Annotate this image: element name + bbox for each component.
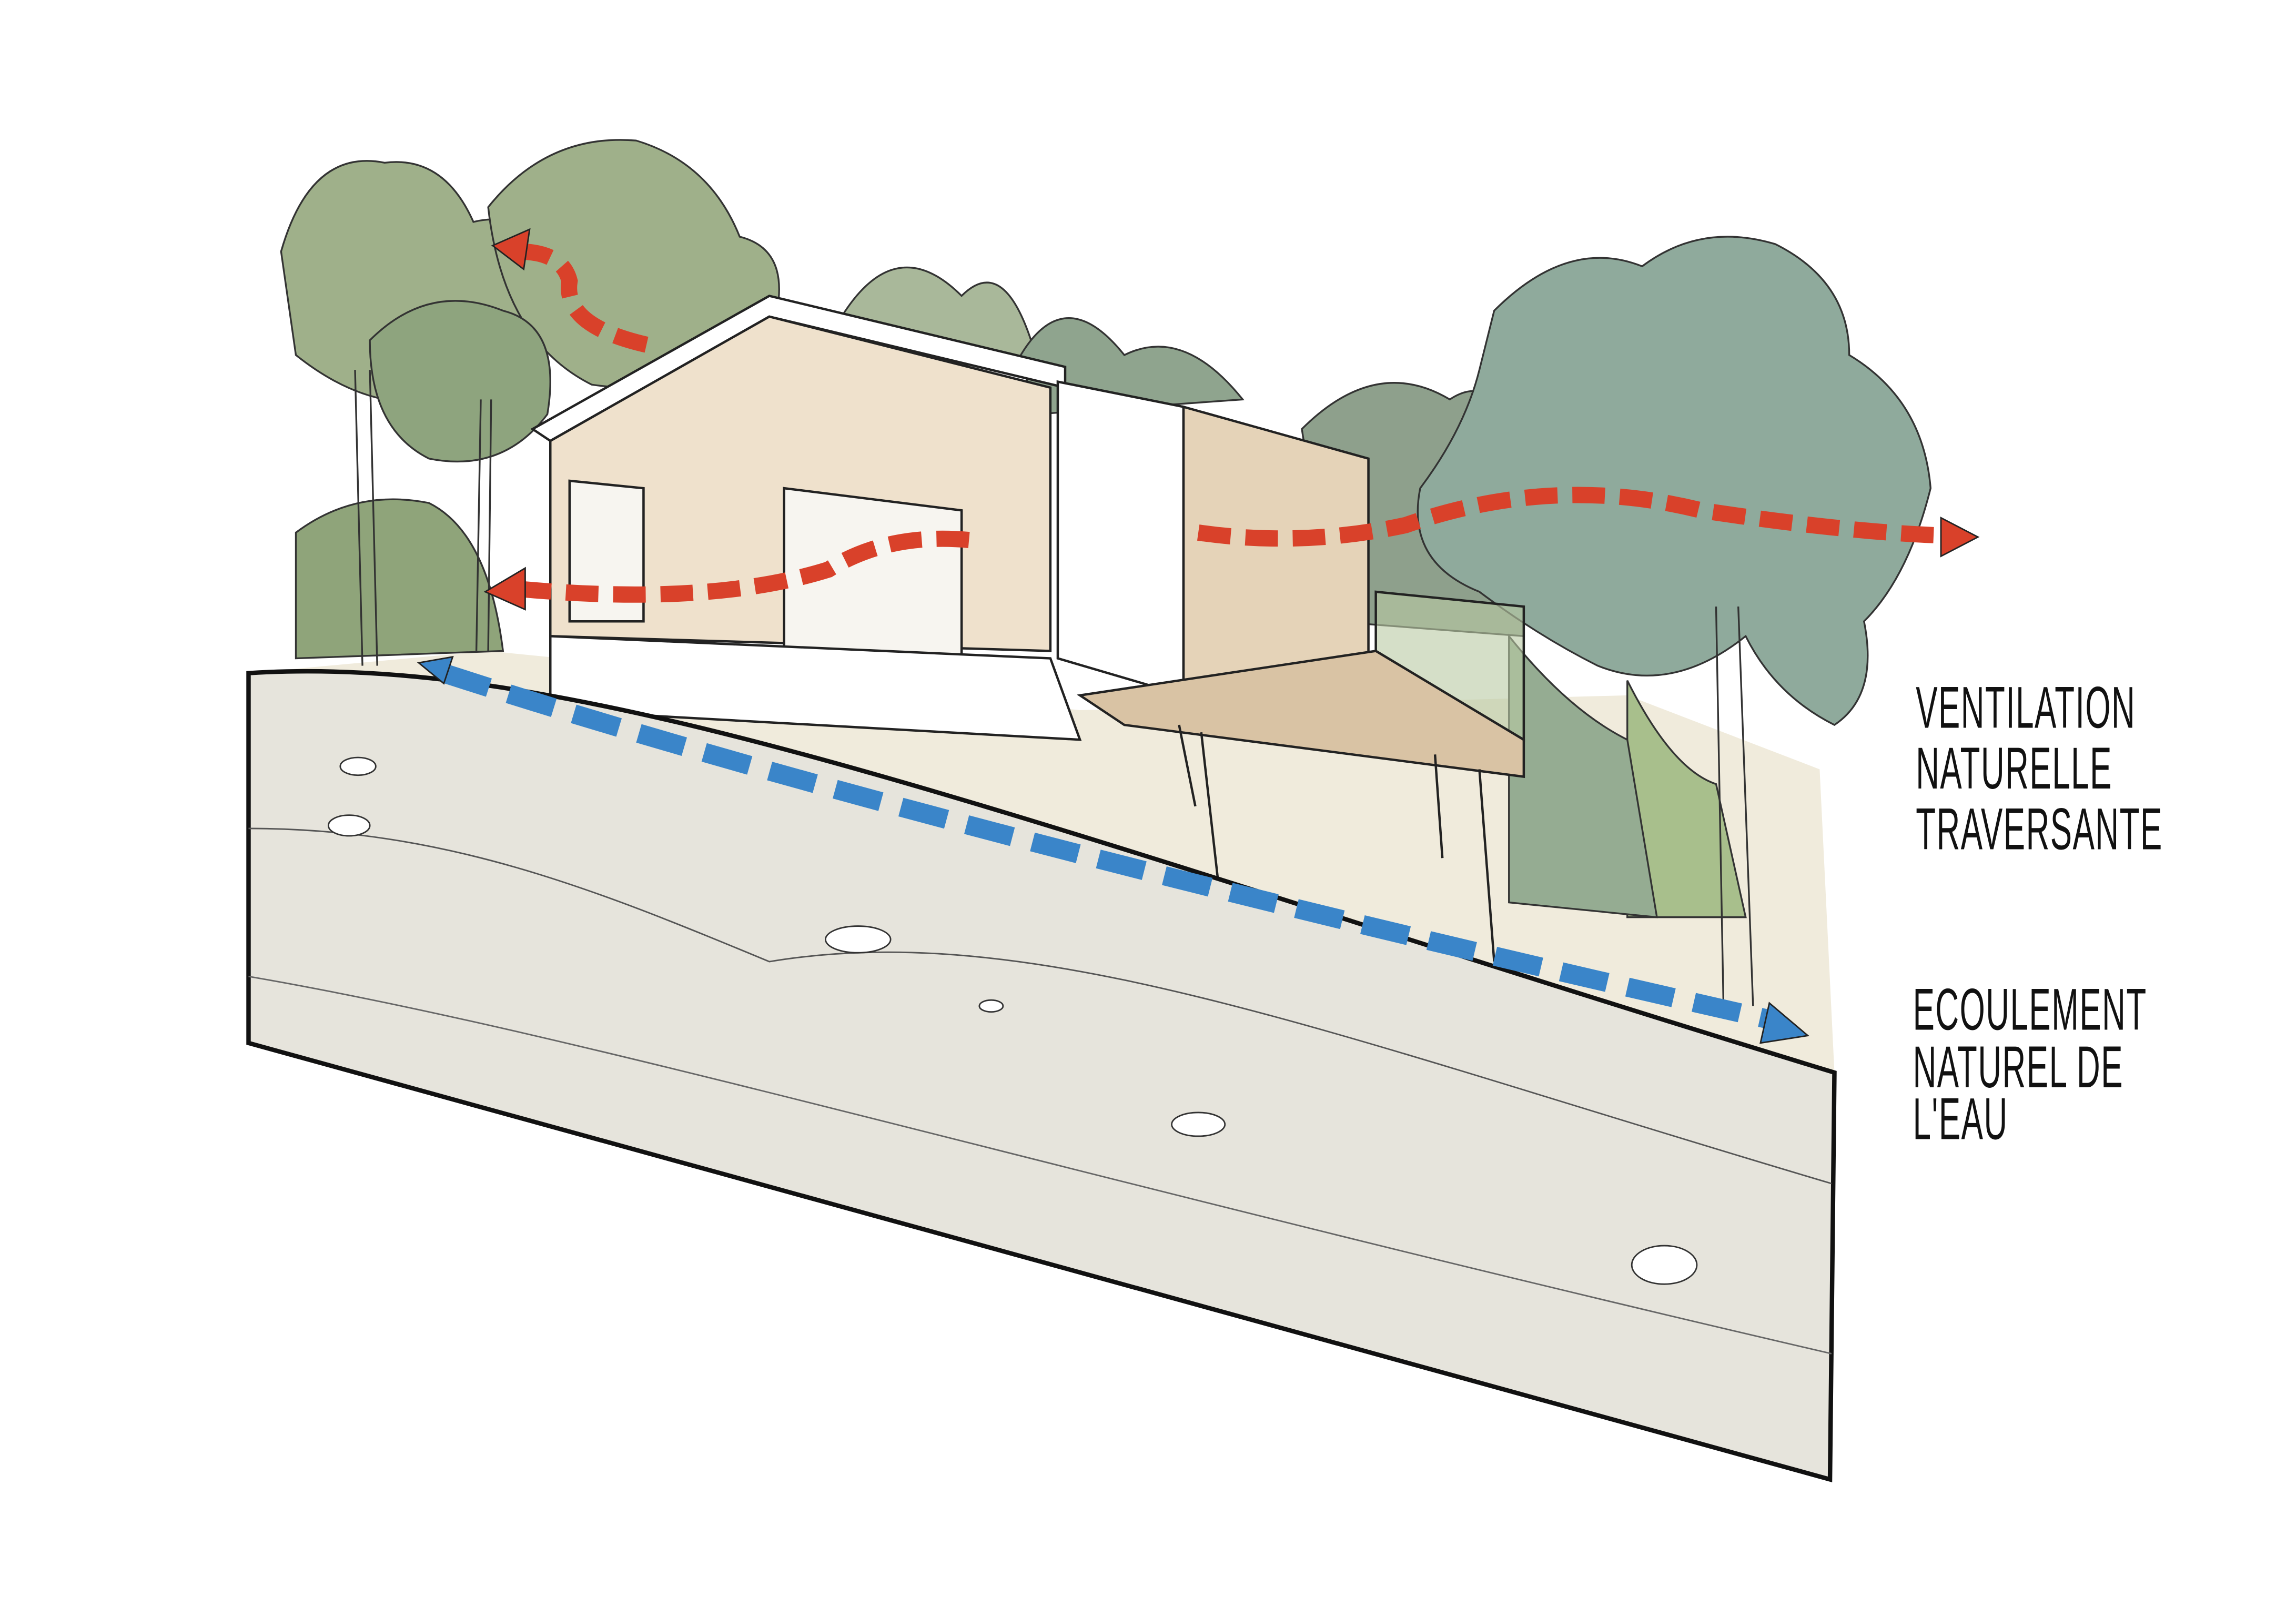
- arrowhead-icon: [1940, 517, 1980, 558]
- tree-trunk: [354, 370, 492, 666]
- house: [530, 295, 1525, 962]
- arrowhead-icon: [483, 567, 526, 611]
- air-arrow-crossing: [1197, 487, 1946, 547]
- arrowhead-icon: [417, 655, 454, 685]
- label-water: ECOULEMENT NATUREL DE L'EAU: [1913, 977, 2147, 1152]
- terrace-railing: [1374, 590, 1525, 742]
- house-floor: [549, 634, 1082, 741]
- label-line: L'EAU: [1913, 1086, 2008, 1152]
- label-line: NATUREL DE: [1913, 1035, 2123, 1100]
- arrowhead-icon: [1759, 1002, 1810, 1044]
- soil-layer-line: [248, 975, 1832, 1355]
- arrowhead-icon: [491, 228, 531, 271]
- house-timber-cladding: [1182, 405, 1370, 697]
- label-line: ECOULEMENT: [1913, 977, 2147, 1043]
- tree-trunk: [1715, 607, 1754, 1006]
- label-line: NATURELLE: [1916, 736, 2112, 802]
- tree-canopy: [1417, 236, 1932, 726]
- terrace-deck: [1077, 650, 1525, 779]
- tree-right: [1417, 236, 1932, 1006]
- stones: [327, 756, 1698, 1285]
- label-line: VENTILATION: [1916, 675, 2136, 741]
- air-arrow-interior: [517, 530, 970, 603]
- tree-left-group: [280, 139, 780, 666]
- air-arrow-roof: [518, 243, 649, 353]
- shrub: [295, 498, 504, 660]
- tree-canopy: [487, 139, 780, 389]
- label-line: TRAVERSANTE: [1916, 796, 2163, 862]
- air-flow-arrows: [517, 243, 1946, 603]
- ground-block: [246, 669, 1837, 1482]
- house-white-block: [1056, 380, 1185, 697]
- label-ventilation: VENTILATION NATURELLE TRAVERSANTE: [1916, 675, 2163, 862]
- water-flow-arrow: [441, 664, 1778, 1030]
- stilt: [1178, 724, 1495, 962]
- tree-canopy: [369, 300, 551, 463]
- background-trees: [827, 266, 1747, 918]
